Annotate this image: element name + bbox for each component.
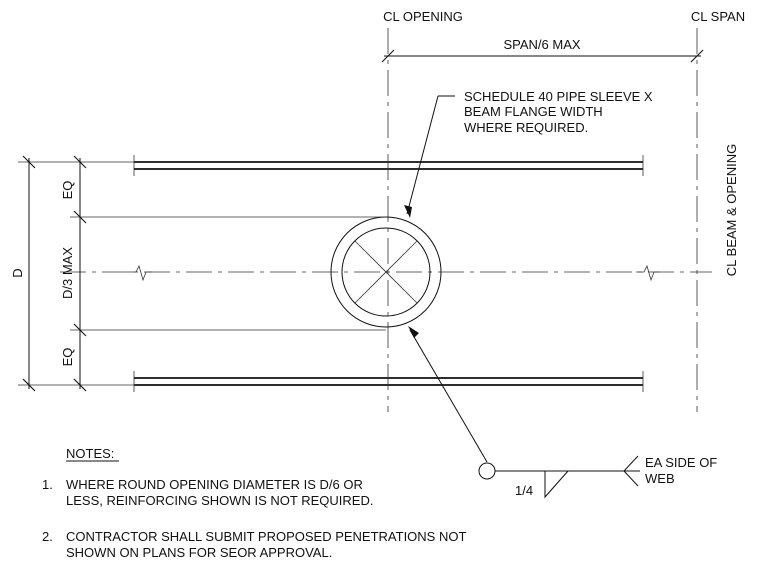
beam-top-flange [134, 161, 643, 170]
callout-line-2: BEAM FLANGE WIDTH [464, 104, 603, 119]
weld-size-label: 1/4 [515, 483, 533, 498]
span-dimension [381, 49, 704, 63]
weld-note-line-1: EA SIDE OF [645, 455, 717, 470]
depth-dimension [22, 155, 36, 392]
note-1-line-1: WHERE ROUND OPENING DIAMETER IS D/6 OR [66, 477, 363, 492]
dimension-extension-lines [18, 161, 386, 386]
beam-bottom-flange [134, 377, 643, 386]
d3-max-label: D/3 MAX [60, 247, 75, 299]
note-2-line-2: SHOWN ON PLANS FOR SEOR APPROVAL. [66, 545, 332, 560]
span-dimension-label: SPAN/6 MAX [503, 37, 580, 52]
depth-label: D [10, 268, 25, 277]
note-1-number: 1. [42, 477, 53, 492]
weld-symbol [408, 326, 640, 499]
callout-line-1: SCHEDULE 40 PIPE SLEEVE X [464, 89, 653, 104]
notes-heading: NOTES: [66, 446, 114, 461]
opening-dimension-chain [73, 155, 87, 392]
weld-note-line-2: WEB [645, 471, 675, 486]
note-2-line-1: CONTRACTOR SHALL SUBMIT PROPOSED PENETRA… [66, 529, 466, 544]
cl-beam-opening-label: CL BEAM & OPENING [724, 144, 739, 276]
note-2-number: 2. [42, 529, 53, 544]
cl-opening-label: CL OPENING [383, 9, 463, 24]
eq-top-label: EQ [60, 181, 75, 200]
callout-line-3: WHERE REQUIRED. [464, 120, 588, 135]
cl-span-label: CL SPAN [691, 9, 745, 24]
eq-bottom-label: EQ [60, 348, 75, 367]
beam-break-lines [128, 155, 660, 392]
sleeve-callout-leader [404, 95, 455, 218]
note-1-line-2: LESS, REINFORCING SHOWN IS NOT REQUIRED. [66, 493, 373, 508]
